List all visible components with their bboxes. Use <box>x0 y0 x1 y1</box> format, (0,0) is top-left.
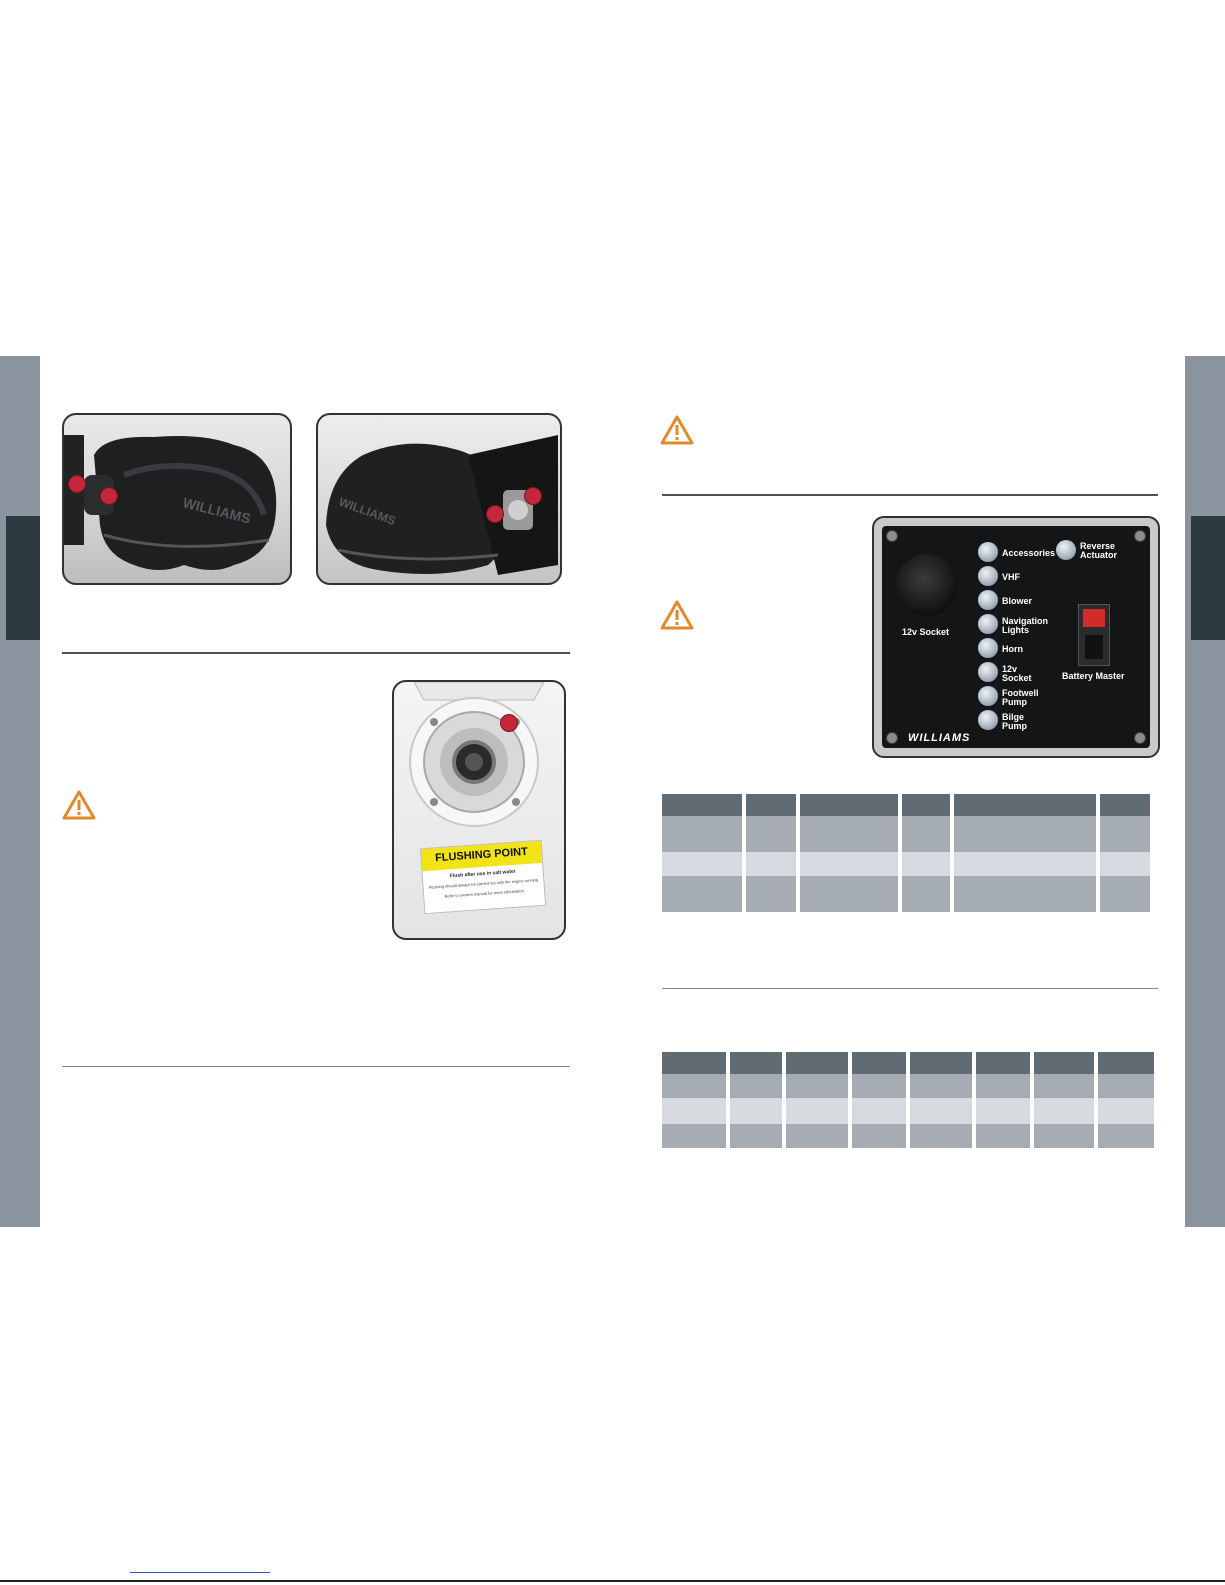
table-row <box>662 876 1150 912</box>
switch-label: 12v <box>1002 664 1018 674</box>
table-row <box>662 1074 1154 1098</box>
section-divider <box>662 988 1158 989</box>
marker-dot <box>524 487 542 505</box>
reverse-label: Actuator <box>1080 550 1118 560</box>
jet-unit-photo-left: WILLIAMS <box>62 413 292 585</box>
12v-socket-cap <box>896 554 958 616</box>
page-bottom-rule <box>0 1580 1225 1582</box>
switch-label: Footwell <box>1002 688 1039 698</box>
marker-dot <box>68 475 86 493</box>
jet-unit-photo-right: WILLIAMS <box>316 413 562 585</box>
screw <box>1134 732 1146 744</box>
switch-label: Blower <box>1002 596 1033 606</box>
switch-bilge-pump[interactable] <box>978 710 998 730</box>
socket-label: 12v Socket <box>902 627 950 637</box>
jet-unit-illustration: WILLIAMS <box>326 435 558 575</box>
switch-blower[interactable] <box>978 590 998 610</box>
label-title: FLUSHING POINT <box>434 845 529 865</box>
switch-label: Accessories <box>1002 548 1056 558</box>
switch-label: Horn <box>1002 644 1023 654</box>
right-section-tab <box>1191 516 1225 640</box>
switch-vhf[interactable] <box>978 566 998 586</box>
switch-12v-socket[interactable] <box>978 662 998 682</box>
label-line: Refer to owners manual for more informat… <box>444 888 524 899</box>
switch-label: Lights <box>1002 625 1029 635</box>
left-section-tab <box>6 516 40 640</box>
marker-dot <box>500 714 518 732</box>
switch-footwell-pump[interactable] <box>978 686 998 706</box>
reverse-actuator-switch[interactable] <box>1056 540 1076 560</box>
section-divider <box>662 494 1158 496</box>
switch-label: Bilge <box>1002 712 1025 722</box>
switch-label: Pump <box>1002 721 1028 731</box>
table-row <box>662 1098 1154 1124</box>
table-row <box>662 852 1150 876</box>
switch-horn[interactable] <box>978 638 998 658</box>
table-row <box>662 1052 1154 1074</box>
table-row <box>662 816 1150 852</box>
marker-dot <box>486 505 504 523</box>
battery-master-label: Battery Master <box>1062 671 1125 681</box>
screw <box>886 732 898 744</box>
switch-label: VHF <box>1002 572 1020 582</box>
switch-label: Navigation <box>1002 616 1049 626</box>
screw <box>886 530 898 542</box>
left-side-strip <box>0 356 40 1227</box>
panel-brand: WILLIAMS <box>908 732 971 744</box>
flushing-point-label: FLUSHING POINT Flush after use in salt w… <box>419 839 547 915</box>
table-1 <box>658 794 1154 912</box>
section-divider <box>62 1066 570 1067</box>
battery-master-switch[interactable] <box>1078 604 1110 666</box>
jet-unit-illustration: WILLIAMS <box>64 435 277 570</box>
switch-panel-photo: 12v Socket Accessories VHF Blower Naviga… <box>872 516 1160 758</box>
battery-switch-lower <box>1085 635 1103 659</box>
switch-label: Socket <box>1002 673 1032 683</box>
switch-accessories[interactable] <box>978 542 998 562</box>
table-row <box>662 1124 1154 1148</box>
footer-link-underline[interactable] <box>130 1572 270 1573</box>
table-row <box>662 794 1150 816</box>
flushing-point-photo: FLUSHING POINT Flush after use in salt w… <box>392 680 566 940</box>
warning-icon <box>660 415 694 445</box>
switch-navigation-lights[interactable] <box>978 614 998 634</box>
battery-switch-rocker <box>1083 609 1105 627</box>
switch-label: Pump <box>1002 697 1028 707</box>
warning-icon <box>660 600 694 630</box>
section-divider <box>62 652 570 654</box>
marker-dot <box>100 487 118 505</box>
reverse-label: Reverse <box>1080 541 1116 551</box>
warning-icon <box>62 790 96 820</box>
right-side-strip <box>1185 356 1225 1227</box>
switch-panel: 12v Socket Accessories VHF Blower Naviga… <box>882 526 1150 748</box>
screw <box>1134 530 1146 542</box>
table-2 <box>658 1052 1158 1148</box>
